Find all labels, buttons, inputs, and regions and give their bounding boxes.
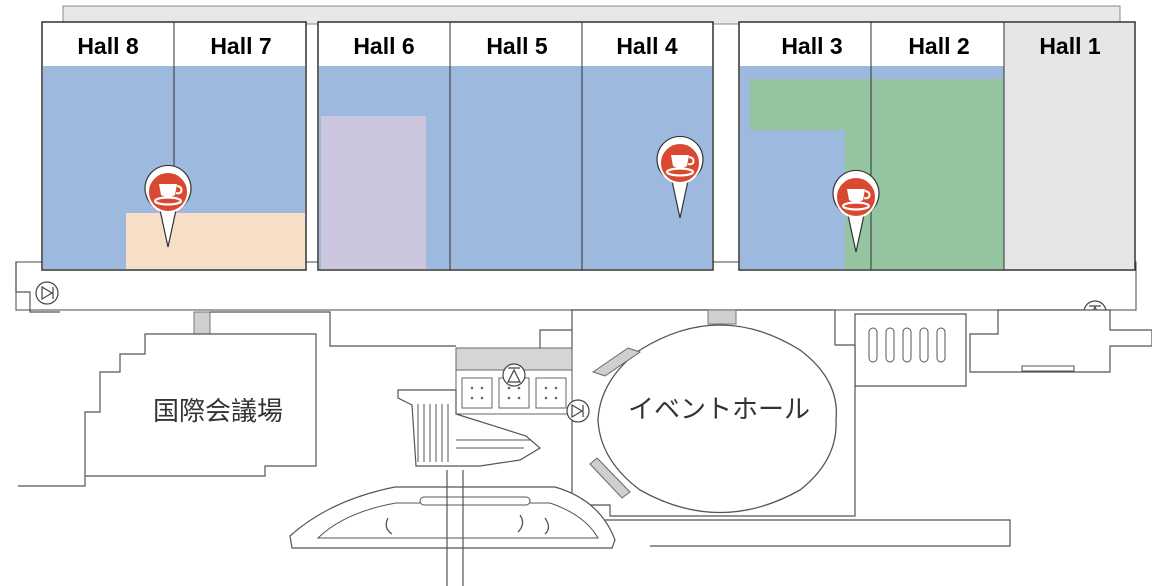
hall-1-label: Hall 1 — [1039, 33, 1101, 59]
ramp — [591, 347, 642, 377]
walkway — [210, 311, 456, 347]
pillar-row — [868, 327, 946, 363]
event-hall-dome — [597, 324, 838, 514]
plaza-inner — [316, 502, 599, 539]
hall-2-label: Hall 2 — [908, 33, 969, 59]
green-zone — [750, 79, 1004, 269]
plaza-mark — [544, 517, 550, 535]
event-hall-label: イベントホール — [628, 395, 810, 425]
walkway-left — [15, 262, 60, 313]
conference-building — [18, 333, 317, 487]
east-building — [969, 309, 1152, 373]
escalator-icon — [502, 363, 526, 387]
hall-7-label: Hall 7 — [210, 33, 271, 59]
event-hall-gate — [707, 309, 737, 325]
conference-label: 国際会議場 — [153, 397, 283, 427]
hall-4-label: Hall 4 — [616, 33, 678, 59]
walkway — [539, 329, 572, 348]
stair-steps — [417, 404, 530, 462]
hall-5-area — [450, 66, 582, 269]
escalator-icon — [566, 399, 590, 423]
south-plaza — [289, 486, 616, 549]
hall-3-label: Hall 3 — [781, 33, 842, 59]
ramp — [589, 457, 631, 499]
east-entrance — [1021, 365, 1075, 372]
plaza-bar — [419, 496, 531, 506]
walkway-south — [605, 519, 1011, 547]
plaza-mark — [385, 517, 393, 535]
connector — [193, 311, 211, 335]
hall-8-label: Hall 8 — [77, 33, 139, 59]
purple-zone — [321, 116, 426, 269]
escalator-icon — [35, 281, 59, 305]
hall-1-area — [1004, 23, 1134, 269]
hall-6-label: Hall 6 — [353, 33, 414, 59]
stair-structure — [397, 389, 542, 467]
hall-5-label: Hall 5 — [486, 33, 548, 59]
peach-zone — [126, 213, 305, 269]
plaza-mark — [517, 514, 524, 533]
